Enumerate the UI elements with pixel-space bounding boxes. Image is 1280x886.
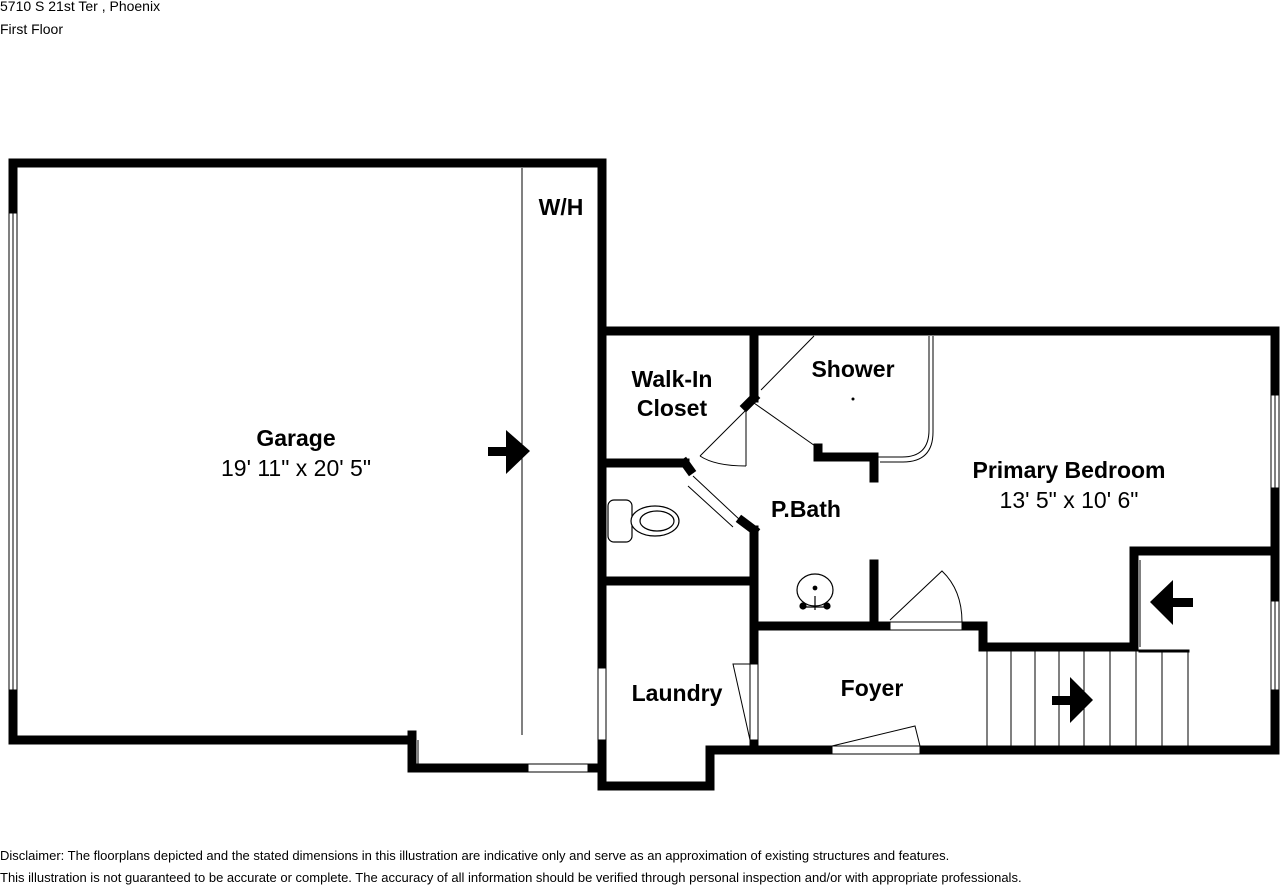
shower-drain-icon — [851, 397, 855, 401]
stair-up-arrow-icon — [1052, 677, 1093, 723]
bath-diagonal-walls — [678, 391, 761, 537]
disclaimer-line1: Disclaimer: The floorplans depicted and … — [0, 848, 950, 863]
closet-door — [699, 409, 747, 466]
foyer-top-wall-right — [957, 546, 1280, 652]
laundry-door-left — [597, 667, 607, 741]
pbath-label: P.Bath — [771, 496, 841, 522]
walls — [8, 158, 1280, 791]
bath-door — [687, 475, 741, 528]
garage-door-sill — [527, 763, 589, 773]
closet-label-line1: Walk-In — [632, 366, 713, 392]
laundry-door-right — [749, 663, 759, 741]
floor-label: First Floor — [0, 21, 63, 37]
laundry-bottom — [597, 326, 715, 791]
garage-wall-top — [8, 158, 607, 336]
shower-label: Shower — [811, 356, 894, 382]
bedroom-door-leaf — [889, 621, 963, 631]
disclaimer-line2: This illustration is not guaranteed to b… — [0, 870, 1022, 885]
doors — [597, 409, 963, 755]
bedroom-dims: 13' 5" x 10' 6" — [1000, 487, 1139, 513]
toilet — [607, 499, 680, 543]
sink — [796, 573, 834, 610]
front-door — [831, 745, 921, 755]
bath-diagonal-upper — [753, 402, 819, 449]
garage-dims: 19' 11" x 20' 5" — [221, 455, 371, 481]
bedroom-label: Primary Bedroom — [972, 457, 1165, 483]
wh-label: W/H — [539, 194, 584, 220]
stair-down-arrow-icon — [1150, 580, 1193, 625]
foyer-label: Foyer — [841, 675, 904, 701]
laundry-label: Laundry — [632, 680, 723, 706]
shower-wall — [813, 443, 879, 483]
garage-label: Garage — [256, 425, 335, 451]
closet-label-line2: Closet — [637, 395, 708, 421]
garage-entry-arrow-icon — [488, 430, 530, 474]
address-label: 5710 S 21st Ter , Phoenix — [0, 0, 161, 14]
shower-curve — [874, 336, 930, 458]
garage-wall-bottom-step — [407, 730, 533, 773]
stair-treads — [986, 560, 1189, 746]
shower-glass-diagonal — [760, 335, 815, 391]
